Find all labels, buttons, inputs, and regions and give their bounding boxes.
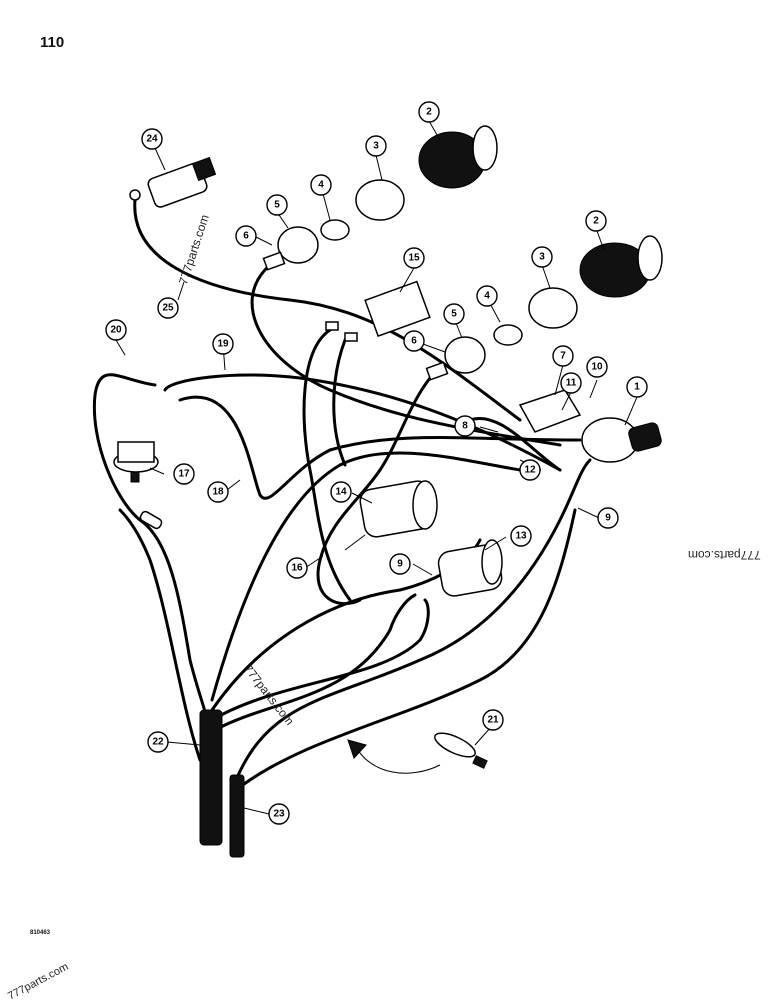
svg-text:4: 4 bbox=[318, 180, 324, 191]
callout-23: 23 bbox=[268, 803, 290, 825]
callout-6-upper: 6 bbox=[235, 225, 257, 247]
callout-18: 18 bbox=[207, 481, 229, 503]
callout-19: 19 bbox=[212, 333, 234, 355]
svg-text:5: 5 bbox=[451, 309, 457, 320]
svg-text:14: 14 bbox=[335, 487, 347, 498]
part-21-tie-strap bbox=[347, 732, 488, 774]
part-24-switch bbox=[129, 156, 217, 208]
callout-3-lower: 3 bbox=[531, 246, 553, 268]
part-15-relay bbox=[325, 280, 431, 342]
page-number: 110 bbox=[40, 34, 65, 51]
svg-text:20: 20 bbox=[110, 325, 122, 336]
callout-3-upper: 3 bbox=[365, 135, 387, 157]
svg-text:10: 10 bbox=[591, 362, 603, 373]
callout-17: 17 bbox=[173, 463, 195, 485]
callout-25: 25 bbox=[157, 297, 179, 319]
callout-21: 21 bbox=[482, 709, 504, 731]
svg-text:21: 21 bbox=[487, 715, 499, 726]
callout-16: 16 bbox=[286, 557, 308, 579]
svg-text:15: 15 bbox=[408, 253, 420, 264]
svg-text:2: 2 bbox=[426, 107, 432, 118]
harness-sleeves bbox=[139, 510, 245, 858]
svg-text:17: 17 bbox=[178, 469, 190, 480]
callout-15: 15 bbox=[403, 247, 425, 269]
callout-11: 11 bbox=[560, 372, 582, 394]
callout-24: 24 bbox=[141, 128, 163, 150]
part-13-gauge bbox=[437, 539, 503, 597]
callout-4-upper: 4 bbox=[310, 174, 332, 196]
svg-text:4: 4 bbox=[484, 291, 490, 302]
callout-9-right: 9 bbox=[597, 507, 619, 529]
part-17-sender bbox=[113, 441, 159, 483]
svg-text:9: 9 bbox=[397, 559, 403, 570]
callout-22: 22 bbox=[147, 731, 169, 753]
callout-2-upper: 2 bbox=[418, 101, 440, 123]
svg-text:9: 9 bbox=[605, 513, 611, 524]
svg-text:7: 7 bbox=[560, 351, 566, 362]
callout-5-upper: 5 bbox=[266, 194, 288, 216]
svg-text:12: 12 bbox=[524, 465, 536, 476]
svg-text:6: 6 bbox=[411, 336, 417, 347]
callout-13: 13 bbox=[510, 525, 532, 547]
svg-text:24: 24 bbox=[146, 134, 158, 145]
callout-1: 1 bbox=[626, 376, 648, 398]
lower-gauge-light-group bbox=[425, 235, 663, 381]
callout-12: 12 bbox=[519, 459, 541, 481]
callout-7: 7 bbox=[552, 345, 574, 367]
svg-text:13: 13 bbox=[515, 531, 527, 542]
svg-text:3: 3 bbox=[373, 141, 379, 152]
svg-text:25: 25 bbox=[162, 303, 174, 314]
svg-text:16: 16 bbox=[291, 563, 303, 574]
part-7-bracket bbox=[518, 389, 582, 433]
callout-14: 14 bbox=[330, 481, 352, 503]
svg-text:1: 1 bbox=[634, 382, 640, 393]
svg-text:19: 19 bbox=[217, 339, 229, 350]
svg-text:8: 8 bbox=[462, 421, 468, 432]
callout-20: 20 bbox=[105, 319, 127, 341]
svg-text:2: 2 bbox=[593, 216, 599, 227]
part-14-gauge bbox=[344, 480, 438, 551]
drawing-code: 810463 bbox=[30, 930, 51, 936]
svg-text:22: 22 bbox=[152, 737, 164, 748]
svg-text:11: 11 bbox=[566, 378, 577, 389]
svg-text:5: 5 bbox=[274, 200, 280, 211]
svg-text:6: 6 bbox=[243, 231, 249, 242]
upper-gauge-light-group bbox=[262, 125, 498, 271]
callout-6-lower: 6 bbox=[403, 330, 425, 352]
svg-text:3: 3 bbox=[539, 252, 545, 263]
watermark: 777parts.com bbox=[688, 548, 761, 562]
callout-8: 8 bbox=[454, 415, 476, 437]
callout-5-lower: 5 bbox=[443, 303, 465, 325]
callout-9-left: 9 bbox=[389, 553, 411, 575]
part-1-key-switch bbox=[581, 417, 662, 463]
svg-text:23: 23 bbox=[273, 809, 285, 820]
callout-10: 10 bbox=[586, 356, 608, 378]
callout-2-lower: 2 bbox=[585, 210, 607, 232]
svg-text:18: 18 bbox=[212, 487, 224, 498]
callout-4-lower: 4 bbox=[476, 285, 498, 307]
